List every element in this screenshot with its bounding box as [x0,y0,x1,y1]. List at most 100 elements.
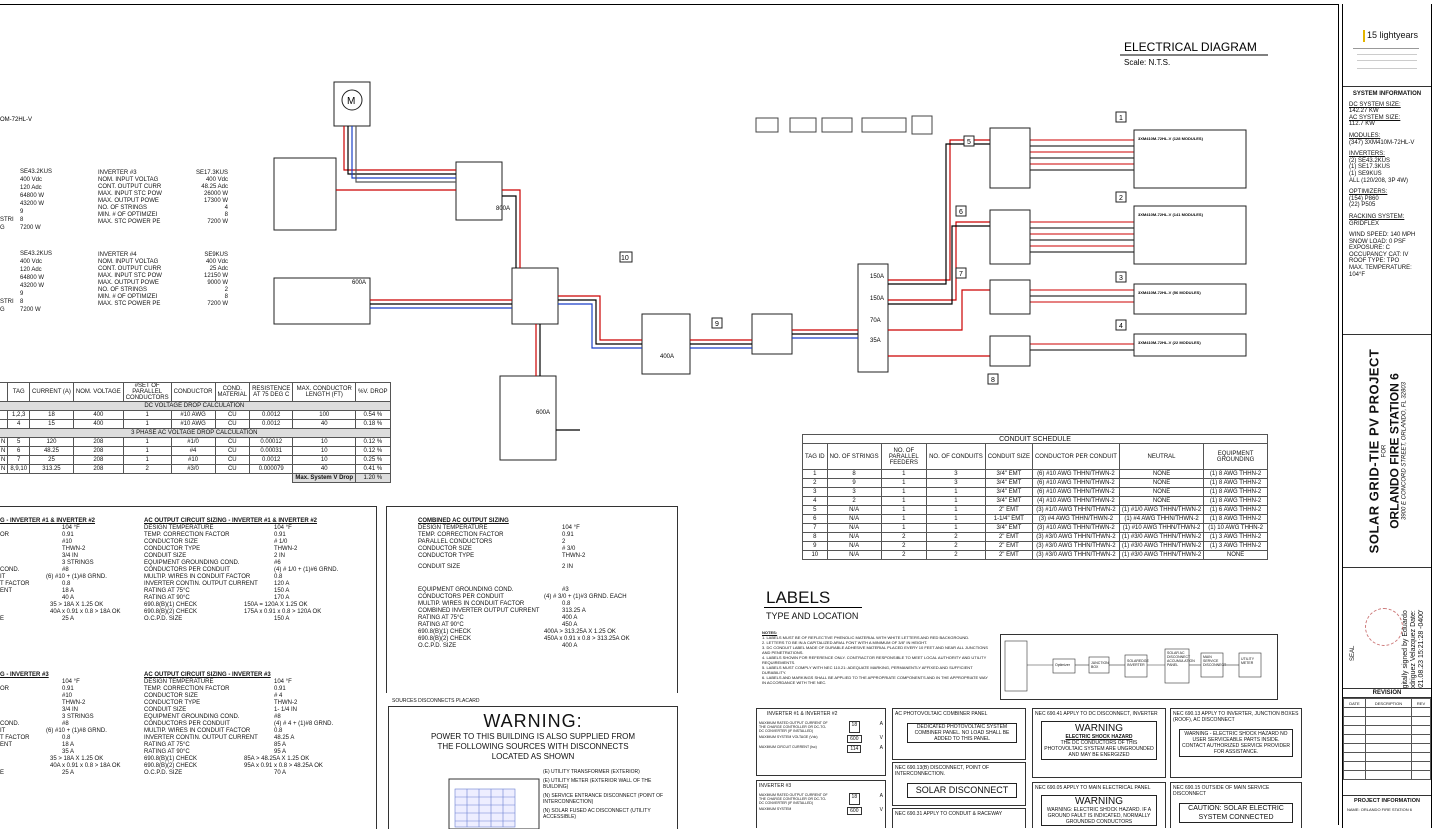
placard-item: (E) UTILITY METER (EXTERIOR WALL OF THE … [543,778,652,790]
sys-line: ALL (120/208, 3P 4W) [1349,177,1409,184]
callout-num: 7 [959,271,963,278]
labels-title: LABELS [766,588,831,607]
callout-num: 6 [959,209,963,216]
callout-num: 5 [967,139,971,146]
sys-line: 142.27 KW [1349,108,1379,115]
left-module-label: OM-72HL-V [0,117,32,123]
meter-symbol: M [347,96,355,107]
placard-item: (N) SOLAR FUSED AC DISCONNECT (UTILITY A… [543,808,651,820]
signature-text: Digitally signed by Eduardo Rodriguez Ve… [1402,609,1425,689]
label-card-inv3: INVERTER #3 MAXIMUM RATED OUTPUT CURRENT… [756,780,886,828]
callout-num: 1 [1119,115,1123,122]
breaker-label: 600A [536,410,550,416]
seal-stamp-icon [1365,608,1403,646]
ac-disconnect-2 [751,313,793,355]
site-plan-sketch [448,778,540,829]
spec-row: 9 [20,209,24,215]
labels-rule [764,607,862,608]
spec-row: 43200 W [20,201,45,207]
placard-heading: WARNING: [483,711,583,731]
project-title: SOLAR GRID-TIE PV PROJECT [1366,348,1382,554]
spec-row: 64800 W [20,275,45,281]
placard: WARNING: POWER TO THIS BUILDING IS ALSO … [388,706,678,829]
service-entrance [455,161,503,221]
callout-num: 2 [1119,195,1123,202]
breaker-label: 35A [870,338,881,344]
combined-panel [386,506,678,693]
sys-line: (1) SE9KUS [1349,170,1382,177]
ac-sizing-3: AC OUTPUT CIRCUIT SIZING - INVERTER #3 D… [144,672,364,777]
sys-line: GRIDFLEX [1349,220,1380,227]
project-name: ORLANDO FIRE STATION 6 [1387,373,1402,529]
ac-accumulation-panel [857,263,889,373]
flow-label: UTILITY METER [1241,657,1254,665]
sys-line: (22) P505 [1349,202,1376,209]
sys-line: (154) P860 [1349,195,1379,202]
distribution-panel [499,375,557,461]
revision-title: REVISION [1343,689,1431,698]
dc-wiring [1030,139,1134,351]
breaker-label: 70A [870,318,881,324]
placard-caption: SOURCES DISCONNECTS PLACARD [392,698,480,704]
ac-wiring [336,126,990,431]
spec-model: SE43.2KUS [20,251,53,257]
breaker-label: 400A [660,354,674,360]
breaker-label: 150A [870,274,884,280]
sys-line: MODULES: [1349,132,1381,139]
callout-num: 4 [1119,323,1123,330]
pv-arrays [1133,129,1247,357]
sys-line: WIND SPEED: 140 MPH [1349,232,1416,239]
project-info: PROJECT INFORMATION NAME: ORLANDO FIRE S… [1343,796,1431,814]
sys-line: EXPOSURE: C [1349,245,1391,252]
ac-sizing-12: AC OUTPUT CIRCUIT SIZING - INVERTER #1 &… [144,518,364,623]
vdrop-max-value: 1.20 % [355,473,391,483]
project-name-line: NAME: ORLANDO FIRE STATION 6 [1347,807,1412,812]
array-label-2: 3XM410M-72HL-V (141 MODULES) [1138,212,1204,217]
sys-title: SYSTEM INFORMATION [1352,91,1422,97]
title-block: 15 lightyears SYSTEM INFORMATION DC SYST… [1342,4,1432,828]
callout-num: 3 [1119,275,1123,282]
sheet-frame [0,4,1339,825]
spec-row: 400 Vdc [20,177,43,183]
ac-sizing-3-title: AC OUTPUT CIRCUIT SIZING - INVERTER #3 [144,672,271,678]
sizing-title: G - INVERTER #1 & INVERTER #2 [0,518,96,524]
project-address: 3900 E CONCORD STREET, ORLANDO, FL 32803 [1401,381,1408,521]
label-card-inv12: INVERTER #1 & INVERTER #2 MAXIMUM RATED … [756,708,886,776]
inv4-model: SE9KUS [204,252,228,258]
breaker-label: 800A [496,206,510,212]
sizing-title: G - INVERTER #3 [0,672,49,678]
inverter-specs-left-2: SE43.2KUS 400 Vdc 120 Adc 64800 W 43200 … [0,250,60,314]
card-head: INVERTER #3 [759,783,792,789]
flow-label: SOLAREDGE INVERTER [1127,659,1149,667]
utility-transformer [273,157,337,231]
sys-line: DC SYSTEM SIZE: [1349,101,1401,108]
sys-line: 104°F [1349,271,1366,278]
monitoring-devices [755,115,933,135]
spec-row: 120 Adc [20,185,42,191]
diagram-scale: Scale: N.T.S. [1124,58,1170,67]
spec-row: 64800 W [20,193,45,199]
sys-line: SNOW LOAD: 0 PSF [1349,238,1406,245]
inv3-header: INVERTER #3 [98,170,137,176]
diesel-generator [273,277,371,325]
vdrop-ac-title: 3 PHASE AC VOLTAGE DROP CALCULATION [0,428,391,438]
label-card-combiner: AC PHOTOVOLTAIC COMBINER PANEL DEDICATED… [892,708,1026,760]
label-card-service: NEC 690.15 OUTSIDE OF MAIN SERVICE DISCO… [1170,782,1302,828]
array-label-4: 3XM410M-72HL-V (22 MODULES) [1138,340,1201,345]
placard-body: POWER TO THIS BUILDING IS ALSO SUPPLIED … [430,732,636,761]
